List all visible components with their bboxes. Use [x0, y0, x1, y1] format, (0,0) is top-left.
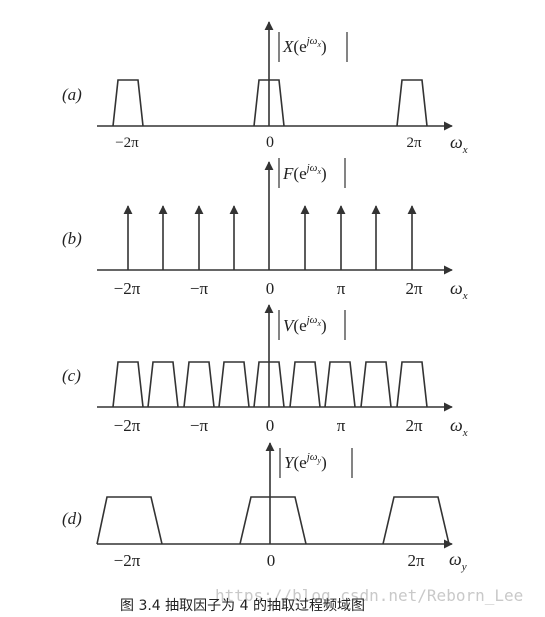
panel-c-function-label: V(ejωx): [278, 310, 346, 340]
panel-b-tick-label: π: [337, 279, 346, 298]
panel-b-func-letter: F: [282, 164, 294, 183]
panel-d-tick-label: 0: [267, 551, 276, 570]
panel-c-tick-label: 2π: [405, 416, 423, 435]
panel-c-exp-base: e: [299, 316, 307, 335]
panel-c-spectrum-copy: [183, 361, 215, 408]
panel-b-tick-label: 2π: [405, 279, 423, 298]
panel-b-tick-label: 0: [266, 279, 275, 298]
panel-c-tick-label: π: [337, 416, 346, 435]
panel-d-spectrum-center: [239, 496, 307, 545]
panel-a-spectrum-center: [253, 79, 285, 127]
panel-a-exp-sup: jω: [305, 35, 318, 47]
panel-a-function-label: X(ejωx): [278, 32, 348, 62]
panel-a-tag: (a): [62, 85, 82, 104]
svg-text:Y(ejωy): Y(ejωy): [284, 451, 327, 472]
panel-b-tick-label: −2π: [114, 279, 141, 298]
panel-b-exp-sup: jω: [305, 162, 318, 174]
svg-text:V(ejωx): V(ejωx): [283, 314, 327, 335]
panel-d-spectrum-copy-left: [96, 496, 163, 545]
panel-d-tick-label: 2π: [407, 551, 425, 570]
panel-d-exp-sup: jω: [305, 451, 318, 463]
panel-a-axis-label: ωx: [450, 132, 468, 156]
panel-d-exp-base: e: [299, 453, 307, 472]
panel-a-exp-sub: x: [316, 40, 321, 49]
panel-a-tick-label: −2π: [115, 135, 139, 151]
panel-a-spectrum-copy-left: [112, 79, 144, 127]
panel-b-function-label: F(ejωx): [278, 158, 346, 188]
panel-c-spectrum-copy: [360, 361, 392, 408]
panel-a-func-letter: X: [282, 37, 294, 56]
panel-a-spectrum-copy-right: [396, 79, 428, 127]
panel-d-spectrum-copy-right: [382, 496, 450, 545]
panel-c-exp-sup: jω: [305, 314, 318, 326]
watermark: https://blog.csdn.net/Reborn_Lee: [215, 586, 523, 605]
panel-d-tick-label: −2π: [114, 551, 141, 570]
panel-c-tick-label: −2π: [114, 416, 141, 435]
panel-c-spectrum-copy: [289, 361, 321, 408]
panel-c-tick-label: 0: [266, 416, 275, 435]
svg-text:X(ejωx): X(ejωx): [282, 35, 327, 56]
panel-d: (d) Y(ejωy) −2π 0 2π ωy: [62, 442, 467, 573]
panel-c-tick-label: −π: [190, 416, 209, 435]
panel-b-tick-label: −π: [190, 279, 209, 298]
panel-c-axis-label: ωx: [450, 415, 468, 439]
panel-a-exp-base: e: [299, 37, 307, 56]
panel-a-tick-label: 0: [266, 134, 274, 151]
panel-b-exp-base: e: [299, 164, 307, 183]
panel-d-function-label: Y(ejωy): [279, 448, 353, 478]
panel-d-func-letter: Y: [284, 453, 295, 472]
panel-c-exp-sub: x: [316, 319, 321, 328]
panel-b-tag: (b): [62, 229, 82, 248]
svg-text:F(ejωx): F(ejωx): [282, 162, 327, 183]
panel-c-spectrum-copy: [112, 361, 144, 408]
panel-b-axis-label: ωx: [450, 278, 468, 302]
panel-a-tick-label: 2π: [406, 135, 422, 151]
panel-d-tag: (d): [62, 509, 82, 528]
panel-c-spectrum-copy: [218, 361, 250, 408]
panel-d-axis-label: ωy: [449, 549, 467, 573]
panel-c: (c) V(ejωx) −2π −π 0 π 2π ωx: [62, 304, 468, 439]
panel-c-spectrum-copy: [147, 361, 179, 408]
panel-a: (a) X(ejωx) −2π 0 2π ωx: [62, 21, 468, 156]
panel-b-exp-sub: x: [316, 167, 321, 176]
panel-c-spectrum-copy: [324, 361, 356, 408]
panel-d-exp-sub: y: [317, 456, 322, 465]
figure-caption: 图 3.4 抽取因子为 4 的抽取过程频域图: [120, 598, 365, 614]
panel-c-spectrum-copy: [396, 361, 428, 408]
panel-c-tag: (c): [62, 366, 81, 385]
panel-b: (b) F(ejωx) −2π −π 0 π 2π ωx: [62, 158, 468, 302]
panel-c-func-letter: V: [283, 316, 296, 335]
panel-c-spectrum-center: [253, 361, 285, 408]
